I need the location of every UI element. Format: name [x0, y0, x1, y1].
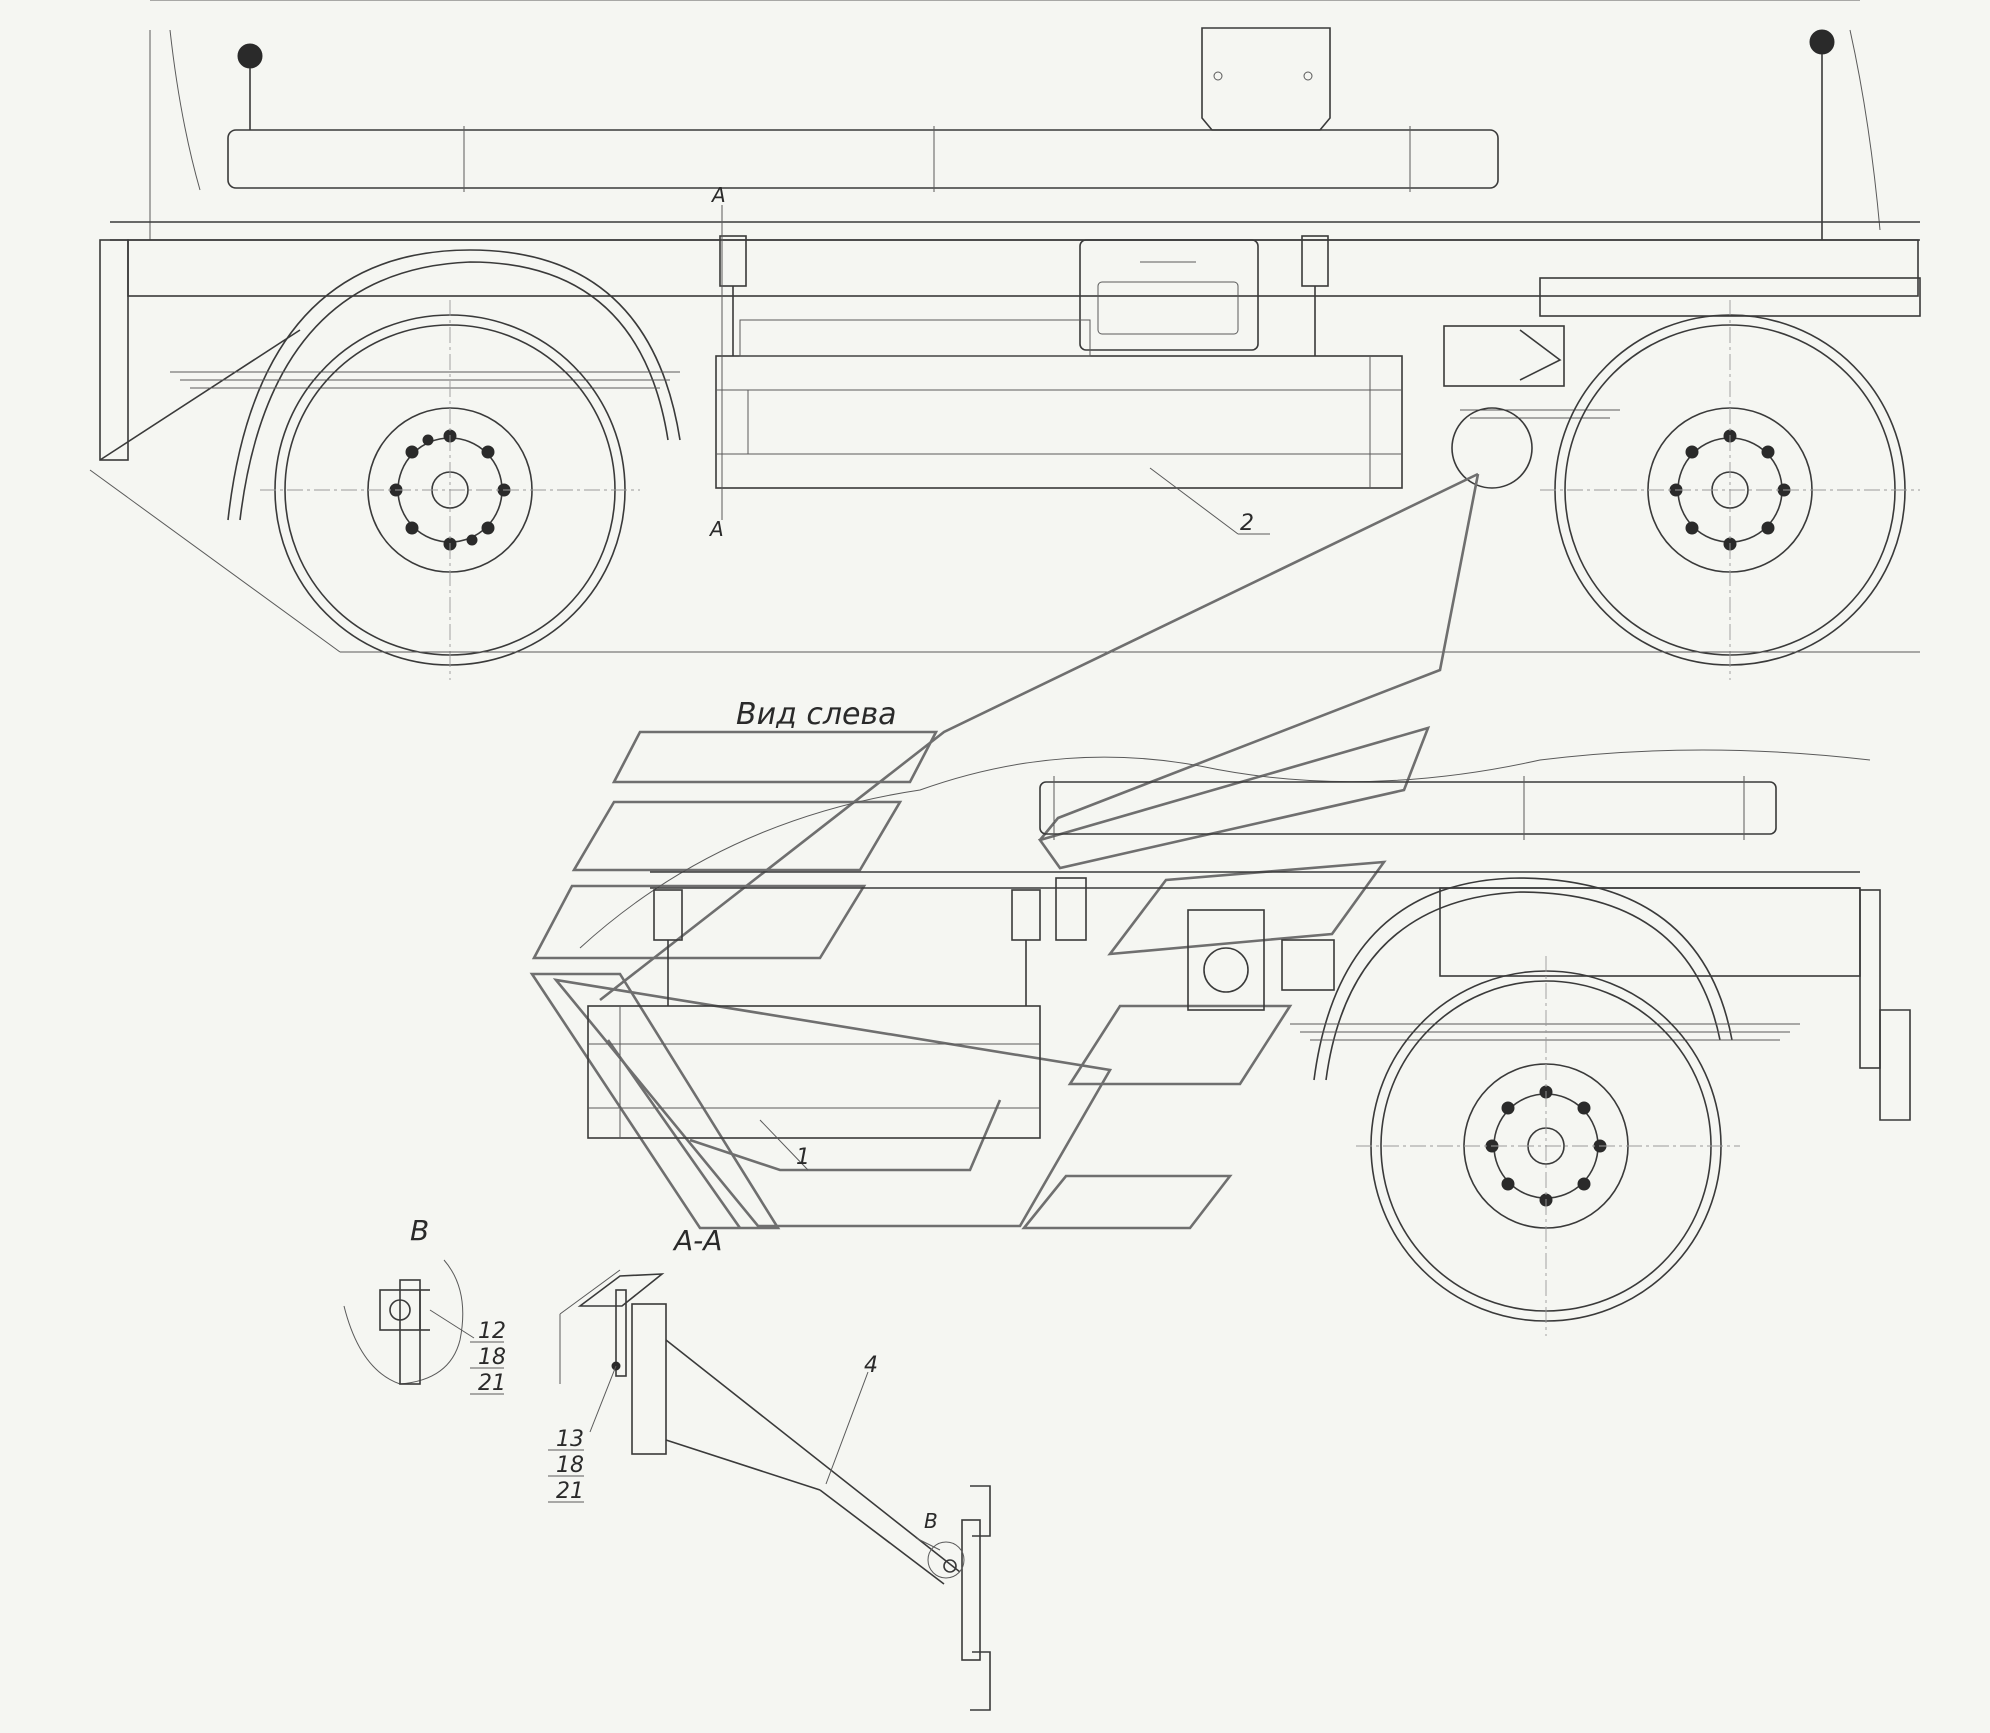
section-aa-part-1: 13 — [556, 1427, 584, 1452]
detail-b-title: В — [410, 1214, 429, 1247]
left-side-view: Вид слева — [529, 697, 1911, 1336]
callout-item-2: 2 — [1240, 511, 1254, 536]
callout-item-4: 4 — [864, 1353, 878, 1378]
detail-b-part-1: 12 — [478, 1319, 506, 1344]
section-mark-a-top: А — [710, 183, 726, 207]
detail-b: В 12 18 21 — [343, 1214, 506, 1396]
side-elevation-view: А А 2 — [89, 0, 1921, 680]
detail-b-part-2: 18 — [478, 1345, 506, 1370]
detail-b-part-3: 21 — [478, 1371, 506, 1396]
callout-item-1: 1 — [796, 1145, 810, 1170]
view-left-title: Вид слева — [736, 697, 897, 732]
section-aa-part-3: 21 — [556, 1479, 584, 1504]
section-aa-part-2: 18 — [556, 1453, 584, 1478]
view-leader — [599, 472, 1480, 1002]
reflective-stripes — [529, 726, 1431, 1230]
section-aa-title: А-А — [672, 1224, 722, 1257]
detail-b-callout: В — [924, 1509, 938, 1533]
section-aa-bracket: 13 18 21 4 В — [548, 1269, 991, 1711]
section-mark-a-bottom: А — [708, 517, 724, 541]
